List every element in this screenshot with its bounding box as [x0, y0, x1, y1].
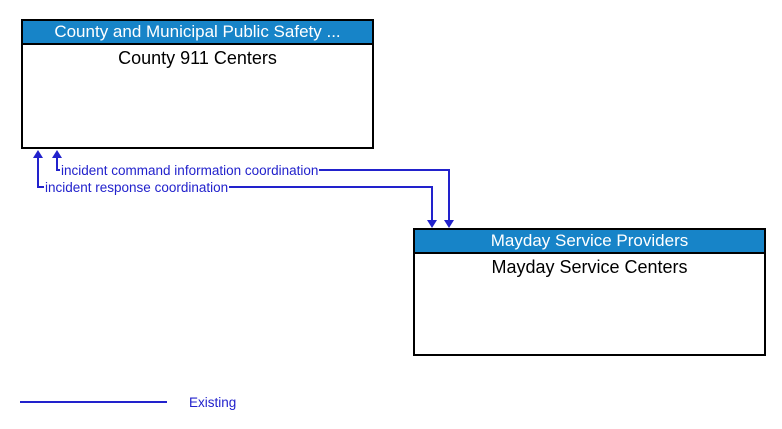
flow-line-command-vertical-left [56, 154, 58, 171]
flow-line-response-vertical-left [37, 154, 39, 188]
arrowhead-up-command-icon [52, 150, 62, 158]
entity-header-county-municipal-public-safety: County and Municipal Public Safety ... [23, 21, 372, 45]
entity-box-mayday-service-centers[interactable]: Mayday Service Providers Mayday Service … [413, 228, 766, 356]
flow-line-command-vertical-right [448, 169, 450, 221]
flow-line-response-vertical-right [431, 186, 433, 221]
entity-header-mayday-service-providers: Mayday Service Providers [415, 230, 764, 254]
flow-label-incident-command-information-coordination[interactable]: incident command information coordinatio… [60, 163, 320, 178]
arrowhead-up-response-icon [33, 150, 43, 158]
legend-existing-label: Existing [189, 395, 237, 410]
flow-line-response-horizontal [37, 186, 433, 188]
entity-box-county-911-centers[interactable]: County and Municipal Public Safety ... C… [21, 19, 374, 149]
entity-label-mayday-service-centers: Mayday Service Centers [491, 257, 688, 277]
flow-label-incident-response-coordination[interactable]: incident response coordination [44, 180, 230, 195]
arrowhead-down-response-icon [427, 220, 437, 228]
entity-label-county-911-centers: County 911 Centers [118, 48, 277, 68]
legend-existing-line [20, 401, 167, 403]
arrowhead-down-command-icon [444, 220, 454, 228]
